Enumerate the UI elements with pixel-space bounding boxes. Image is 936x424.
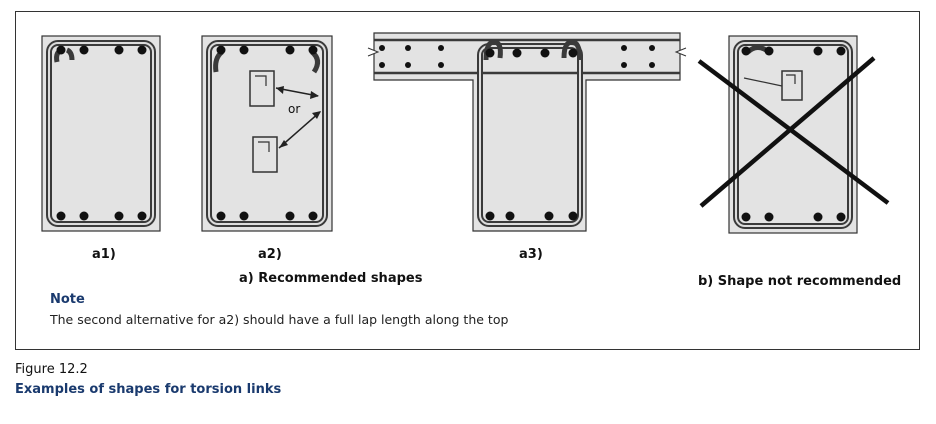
label-recommended-shapes: a) Recommended shapes [239, 271, 423, 286]
label-a1: a1) [92, 247, 116, 262]
figure-title: Examples of shapes for torsion links [15, 382, 282, 397]
section-a2 [201, 35, 333, 232]
label-a3: a3) [519, 247, 543, 262]
section-a1 [41, 35, 161, 232]
figure-number: Figure 12.2 [15, 362, 88, 377]
label-a2: a2) [258, 247, 282, 262]
section-b-not-recommended [697, 35, 890, 234]
note-text: The second alternative for a2) should ha… [50, 312, 509, 327]
figure-frame [15, 11, 920, 350]
note-title: Note [50, 292, 85, 307]
section-a3 [367, 32, 687, 232]
label-not-recommended: b) Shape not recommended [698, 274, 902, 289]
label-or: or [288, 102, 301, 116]
